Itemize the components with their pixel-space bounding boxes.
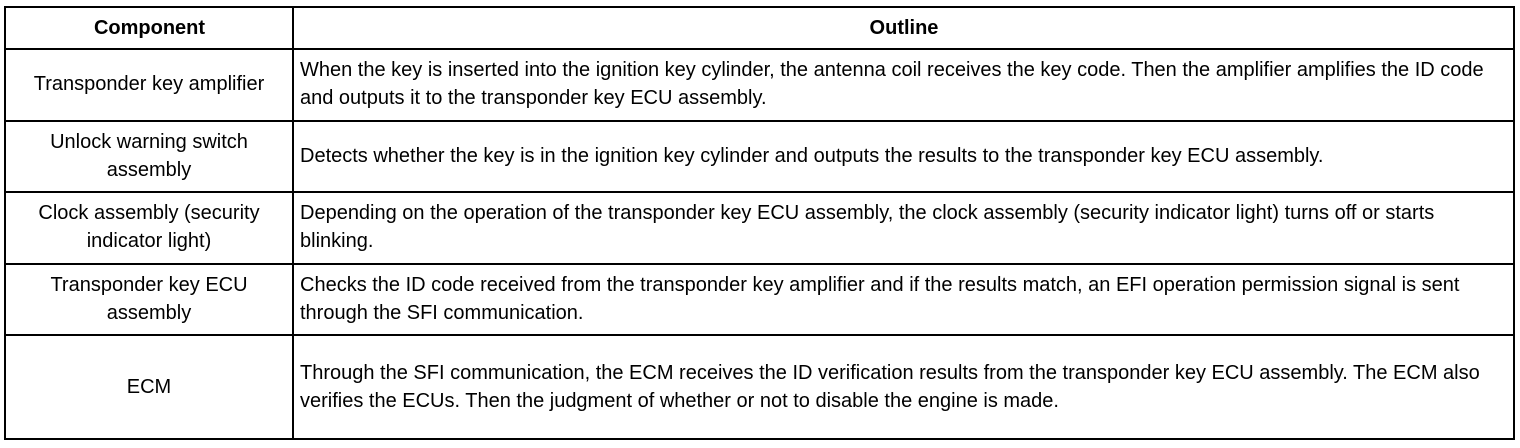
component-cell: Transponder key amplifier — [4, 48, 294, 122]
component-cell: ECM — [4, 334, 294, 440]
column-header-component: Component — [4, 6, 294, 50]
component-outline-table: Component Outline Transponder key amplif… — [4, 6, 1515, 440]
table-row: ECM Through the SFI communication, the E… — [4, 334, 1515, 440]
table-header-row: Component Outline — [4, 6, 1515, 50]
component-cell: Clock assembly (security indicator light… — [4, 191, 294, 265]
column-header-outline: Outline — [292, 6, 1515, 50]
table-row: Clock assembly (security indicator light… — [4, 191, 1515, 265]
outline-cell: Checks the ID code received from the tra… — [292, 262, 1515, 337]
table-row: Transponder key amplifier When the key i… — [4, 48, 1515, 122]
table-row: Transponder key ECU assembly Checks the … — [4, 262, 1515, 337]
table-row: Unlock warning switch assembly Detects w… — [4, 119, 1515, 194]
component-cell: Transponder key ECU assembly — [4, 262, 294, 337]
outline-cell: Detects whether the key is in the igniti… — [292, 119, 1515, 194]
outline-cell: Through the SFI communication, the ECM r… — [292, 334, 1515, 440]
component-cell: Unlock warning switch assembly — [4, 119, 294, 194]
outline-cell: When the key is inserted into the igniti… — [292, 48, 1515, 122]
component-outline-table-container: Component Outline Transponder key amplif… — [4, 6, 1515, 440]
outline-cell: Depending on the operation of the transp… — [292, 191, 1515, 265]
